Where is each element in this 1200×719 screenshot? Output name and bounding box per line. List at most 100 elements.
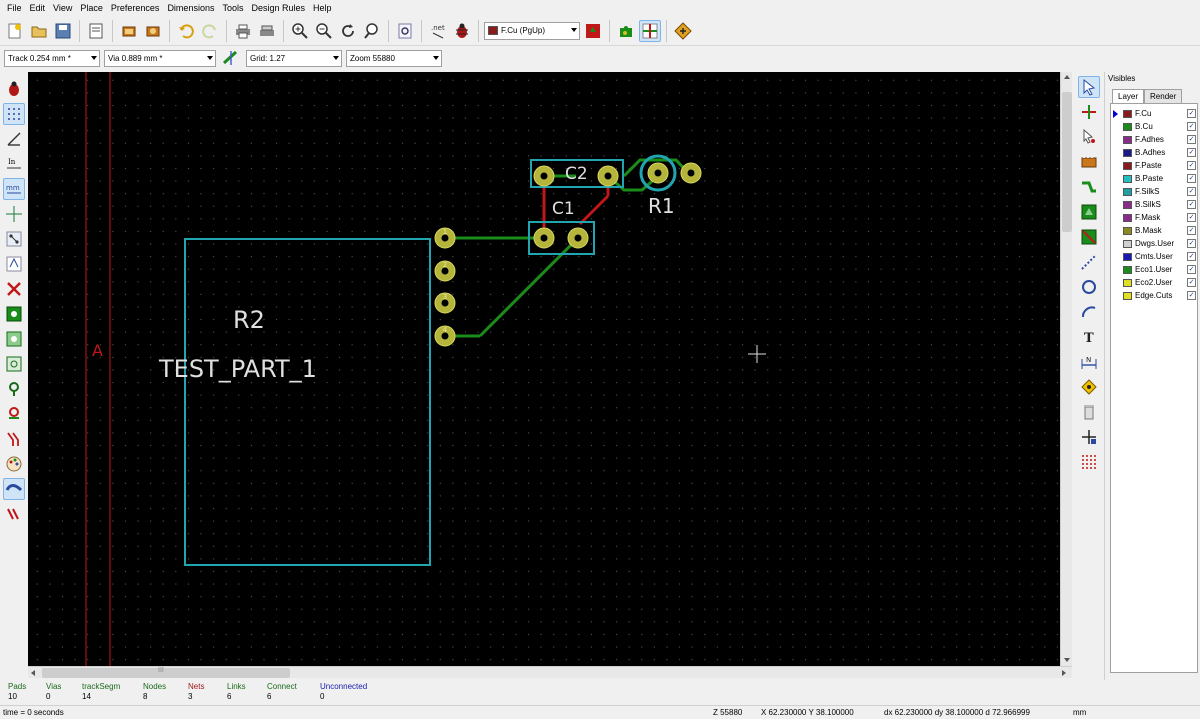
units-inch-button[interactable]: In [3,153,25,175]
scroll-left-icon[interactable] [31,670,35,676]
scroll-up-icon[interactable] [1064,75,1070,79]
track-sketch-button[interactable] [3,428,25,450]
pcb-canvas[interactable]: A R2 TEST_PART_1 C2 C1 R1 [28,72,1060,666]
polar-coords-button[interactable] [3,128,25,150]
add-footprint-button[interactable] [1078,151,1100,173]
add-circle-button[interactable] [1078,276,1100,298]
layer-color-swatch[interactable] [1123,148,1132,157]
layer-row-bsilks[interactable]: B.SilkS✓ [1111,198,1197,211]
vertical-scrollbar[interactable] [1060,72,1072,666]
menu-place[interactable]: Place [80,3,103,13]
tab-layer[interactable]: Layer [1112,89,1145,103]
layer-visible-checkbox[interactable]: ✓ [1187,122,1196,131]
layer-color-swatch[interactable] [1123,239,1132,248]
layer-color-swatch[interactable] [1123,174,1132,183]
new-board-button[interactable] [4,20,26,42]
layer-visible-checkbox[interactable]: ✓ [1187,239,1196,248]
layer-visible-checkbox[interactable]: ✓ [1187,278,1196,287]
auto-delete-track-button[interactable] [3,278,25,300]
layer-visible-checkbox[interactable]: ✓ [1187,135,1196,144]
menu-file[interactable]: File [7,3,22,13]
layer-row-bpaste[interactable]: B.Paste✓ [1111,172,1197,185]
layer-row-eco2-user[interactable]: Eco2.User✓ [1111,276,1197,289]
add-track-button[interactable] [1078,176,1100,198]
plot-button[interactable] [256,20,278,42]
layer-row-cmts-user[interactable]: Cmts.User✓ [1111,250,1197,263]
mode-track-button[interactable] [639,19,661,42]
add-zone-button[interactable] [1078,201,1100,223]
layer-color-swatch[interactable] [1123,161,1132,170]
zoom-out-button[interactable] [313,20,335,42]
layer-color-swatch[interactable] [1123,278,1132,287]
set-origin-button[interactable] [1078,426,1100,448]
cursor-shape-button[interactable] [3,203,25,225]
layer-row-fcu[interactable]: F.Cu✓ [1111,107,1197,120]
layer-row-eco1-user[interactable]: Eco1.User✓ [1111,263,1197,276]
layer-color-swatch[interactable] [1123,187,1132,196]
mode-footprint-button[interactable] [615,20,637,42]
drc-button[interactable] [451,20,473,42]
microwave-toolbar-button[interactable] [3,478,25,500]
layer-row-bcu[interactable]: B.Cu✓ [1111,120,1197,133]
horizontal-scrollbar[interactable]: III [28,666,1072,678]
layer-color-swatch[interactable] [1123,109,1132,118]
show-ratsnest-button[interactable] [3,228,25,250]
layer-visible-checkbox[interactable]: ✓ [1187,213,1196,222]
layer-visible-checkbox[interactable]: ✓ [1187,200,1196,209]
layer-visible-checkbox[interactable]: ✓ [1187,187,1196,196]
layer-visible-checkbox[interactable]: ✓ [1187,226,1196,235]
layer-row-edge-cuts[interactable]: Edge.Cuts✓ [1111,289,1197,302]
layer-visible-checkbox[interactable]: ✓ [1187,161,1196,170]
horizontal-scroll-thumb[interactable]: III [42,667,290,678]
read-netlist-button[interactable]: .net [427,20,449,42]
module-editor-button[interactable] [118,20,140,42]
add-arc-button[interactable] [1078,301,1100,323]
menu-help[interactable]: Help [313,3,332,13]
layer-color-swatch[interactable] [1123,200,1132,209]
track-width-select[interactable]: Track 0.254 mm * [4,49,100,67]
layer-visible-checkbox[interactable]: ✓ [1187,265,1196,274]
layer-color-swatch[interactable] [1123,291,1132,300]
zoom-in-button[interactable] [289,20,311,42]
add-dimension-button[interactable]: N [1078,351,1100,373]
layer-visible-checkbox[interactable]: ✓ [1187,148,1196,157]
zoom-select[interactable]: Zoom 55880 [346,49,442,67]
add-keepout-button[interactable] [1078,226,1100,248]
module-ratsnest-button[interactable] [3,253,25,275]
layer-row-fadhes[interactable]: F.Adhes✓ [1111,133,1197,146]
tab-render[interactable]: Render [1144,89,1183,103]
show-grid-button[interactable] [3,103,25,125]
layer-color-swatch[interactable] [1123,226,1132,235]
layer-color-swatch[interactable] [1123,135,1132,144]
active-layer-select[interactable]: F.Cu (PgUp) [484,21,580,40]
menu-edit[interactable]: Edit [29,3,46,13]
layer-visible-checkbox[interactable]: ✓ [1187,291,1196,300]
scroll-down-icon[interactable] [1064,658,1070,662]
zoom-fit-button[interactable] [361,20,383,42]
add-target-button[interactable] [1078,376,1100,398]
grid-select[interactable]: Grid: 1.27 [246,49,342,67]
layer-color-swatch[interactable] [1123,252,1132,261]
autorouter-button[interactable] [672,20,694,42]
layer-color-swatch[interactable] [1123,122,1132,131]
select-tool-button[interactable] [1078,76,1100,98]
redraw-button[interactable] [337,20,359,42]
show-zones-button[interactable] [3,303,25,325]
layers-manager-button[interactable] [3,503,25,525]
module-viewer-button[interactable] [142,20,164,42]
local-ratsnest-button[interactable] [1078,126,1100,148]
menu-tools[interactable]: Tools [222,3,244,13]
add-text-button[interactable]: T [1078,326,1100,348]
open-board-button[interactable] [28,20,50,42]
layer-visible-checkbox[interactable]: ✓ [1187,174,1196,183]
menu-view[interactable]: View [53,3,73,13]
redo-button[interactable] [199,20,221,42]
layer-row-bmask[interactable]: B.Mask✓ [1111,224,1197,237]
page-settings-button[interactable] [85,20,107,42]
zone-sketch-button[interactable] [3,353,25,375]
layer-row-dwgs-user[interactable]: Dwgs.User✓ [1111,237,1197,250]
high-contrast-button[interactable] [3,453,25,475]
layer-color-swatch[interactable] [1123,213,1132,222]
menu-design-rules[interactable]: Design Rules [251,3,306,13]
drc-off-button[interactable] [3,78,25,100]
